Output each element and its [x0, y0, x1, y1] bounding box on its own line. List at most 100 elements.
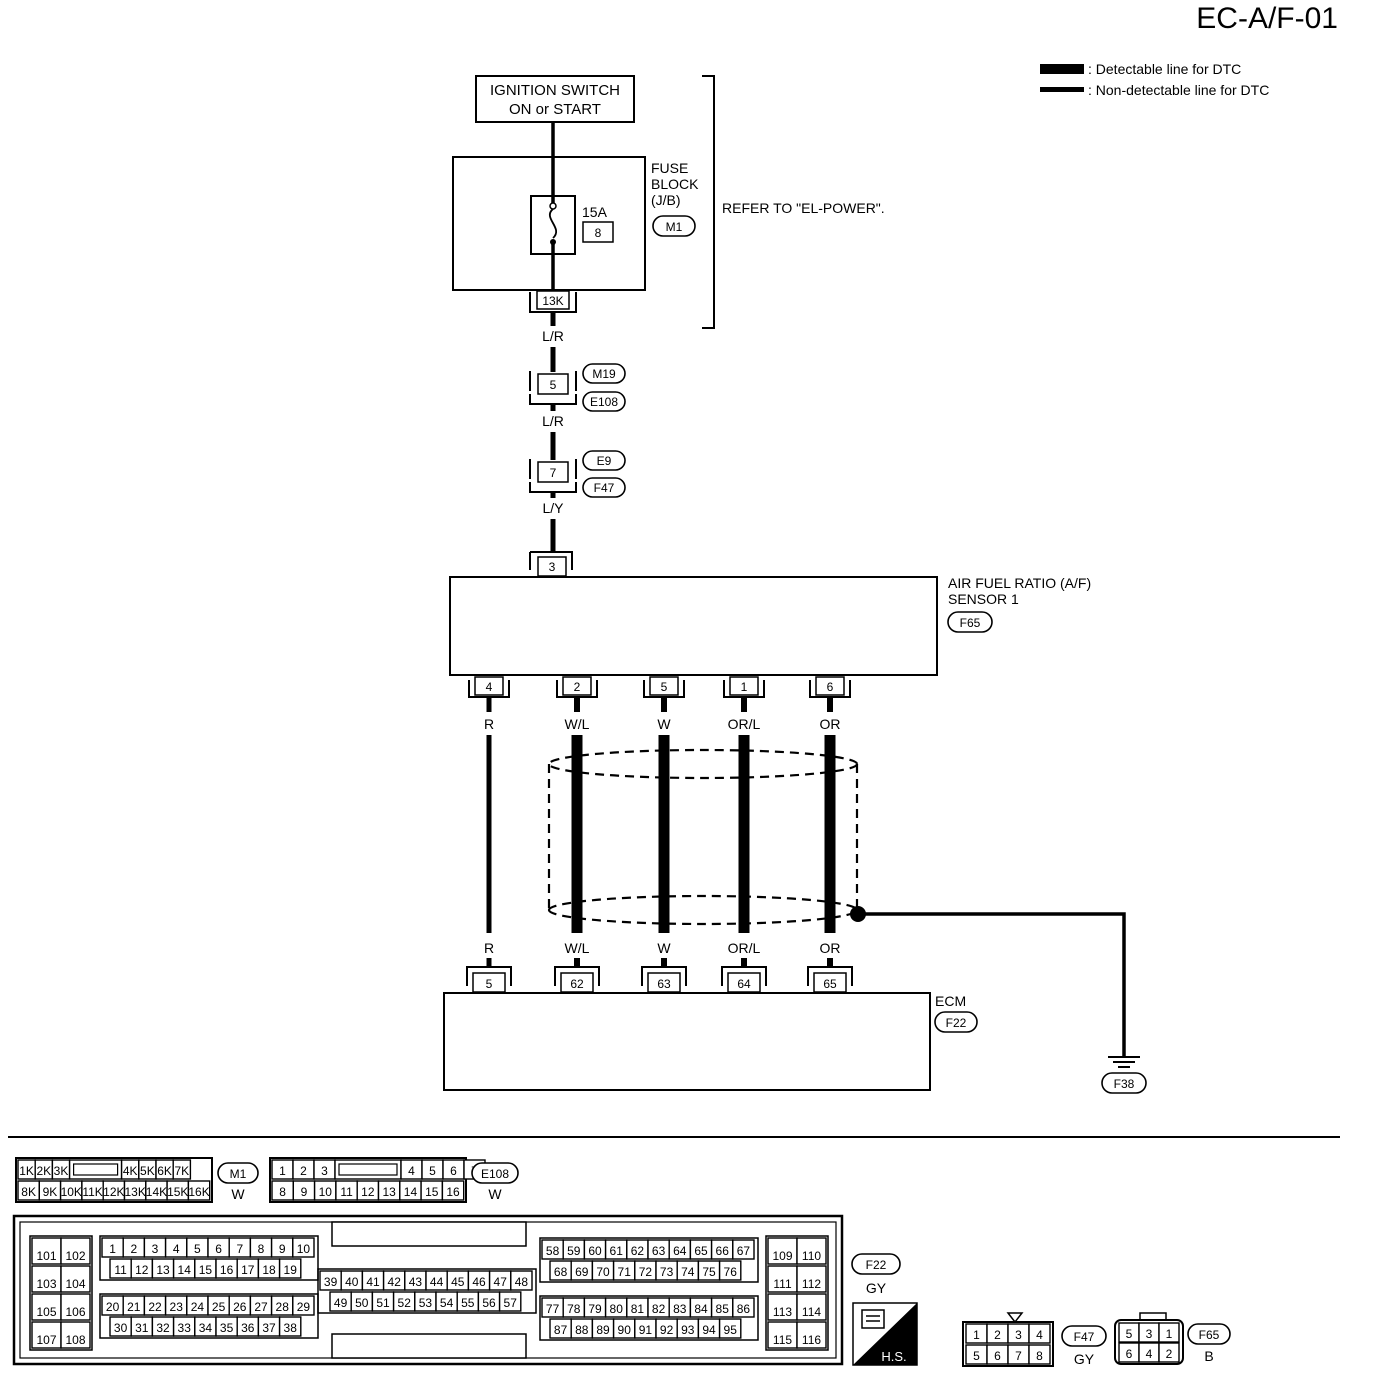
terminal-number: 4: [1036, 1328, 1043, 1342]
terminal-number: 26: [233, 1300, 247, 1314]
ignition-switch-label: IGNITION SWITCH: [490, 82, 620, 99]
joint1-connector-a: M19: [592, 367, 616, 381]
fuse-block-label-3: (J/B): [651, 192, 681, 208]
terminal-number: 57: [504, 1296, 518, 1310]
terminal-number: 4: [173, 1242, 180, 1256]
terminal-number: 51: [376, 1296, 390, 1310]
terminal-number: 81: [631, 1302, 645, 1316]
wire-color-bottom: W: [657, 940, 671, 956]
terminal-number: 53: [419, 1296, 433, 1310]
sensor-top-pin: 3: [549, 560, 556, 574]
terminal-number: 14K: [146, 1185, 167, 1199]
connector-f22-color: GY: [866, 1280, 887, 1296]
terminal-number: 8: [258, 1242, 265, 1256]
terminal-number: 2: [300, 1164, 307, 1178]
terminal-number: 33: [178, 1321, 192, 1335]
sensor-pin: 6: [827, 680, 834, 694]
terminal-number: 93: [681, 1323, 695, 1337]
terminal-number: 38: [284, 1321, 298, 1335]
fuse-block-label-2: BLOCK: [651, 176, 699, 192]
ignition-switch-state: ON or START: [509, 101, 601, 118]
connector-e108-face: 12345678910111213141516E108W: [269, 1157, 519, 1203]
shield-ground: F38: [850, 906, 1147, 1094]
terminal-number: 65: [694, 1244, 708, 1258]
terminal-number: 11: [340, 1185, 353, 1199]
terminal-number: 90: [618, 1323, 632, 1337]
terminal-number: 76: [724, 1265, 738, 1279]
joint-connector-m19-e108: 5 M19 E108: [529, 363, 626, 412]
terminal-number: 4: [1146, 1347, 1153, 1361]
joint-connector-e9-f47: 7 E9 F47: [529, 450, 626, 498]
terminal-number: 116: [802, 1333, 821, 1347]
sensor-pin: 2: [574, 680, 581, 694]
terminal-number: 12: [361, 1185, 375, 1199]
terminal-number: 60: [588, 1244, 602, 1258]
terminal-number: 6: [450, 1164, 457, 1178]
ecm-pin: 5: [486, 977, 493, 991]
fuse-number: 8: [595, 226, 602, 240]
terminal-number: 4: [408, 1164, 415, 1178]
terminal-number: 20: [106, 1300, 120, 1314]
legend-detectable-swatch: [1040, 64, 1084, 74]
terminal-number: 64: [673, 1244, 687, 1258]
terminal-number: 9: [279, 1242, 286, 1256]
terminal-number: 72: [639, 1265, 653, 1279]
wire-circuit-5: 6OROR65A/FIPF: [807, 676, 853, 1015]
terminal-number: 3: [1015, 1328, 1022, 1342]
terminal-number: 1: [109, 1242, 116, 1256]
terminal-number: 94: [702, 1323, 716, 1337]
wire-color-top: OR/L: [728, 716, 761, 732]
af-sensor-connector: F65: [960, 616, 981, 630]
terminal-number: 85: [716, 1302, 730, 1316]
wire-color-top: W: [657, 716, 671, 732]
wire-color-ly: L/Y: [542, 500, 564, 516]
joint2-connector-a: E9: [597, 454, 612, 468]
terminal-number: 30: [114, 1321, 128, 1335]
terminal-number: 24: [191, 1300, 205, 1314]
terminal-number: 11K: [82, 1185, 102, 1199]
terminal-number: 31: [135, 1321, 149, 1335]
terminal-number: 58: [546, 1244, 560, 1258]
terminal-number: 111: [773, 1277, 792, 1291]
terminal-number: 48: [515, 1275, 529, 1289]
terminal-number: 109: [772, 1249, 792, 1263]
terminal-number: 55: [461, 1296, 475, 1310]
sensor-pin: 4: [486, 680, 493, 694]
terminal-number: 3K: [54, 1164, 69, 1178]
terminal-number: 105: [36, 1305, 56, 1319]
terminal-number: 91: [639, 1323, 653, 1337]
terminal-number: 62: [631, 1244, 645, 1258]
wire-color-lr-2: L/R: [542, 413, 564, 429]
terminal-number: 102: [65, 1249, 85, 1263]
terminal-number: 13: [156, 1263, 170, 1277]
terminal-number: 89: [596, 1323, 610, 1337]
terminal-number: 101: [36, 1249, 56, 1263]
terminal-number: 10K: [61, 1185, 82, 1199]
sensor-pin: 1: [741, 680, 748, 694]
terminal-number: 50: [355, 1296, 369, 1310]
terminal-number: 32: [156, 1321, 170, 1335]
joint2-connector-b: F47: [594, 481, 615, 495]
terminal-number: 54: [440, 1296, 454, 1310]
joint1-pin: 5: [550, 378, 557, 392]
terminal-number: 8K: [21, 1185, 36, 1199]
legend-non-detectable-swatch: [1040, 87, 1084, 92]
terminal-number: 3: [321, 1164, 328, 1178]
terminal-number: 28: [276, 1300, 290, 1314]
terminal-number: 17: [241, 1263, 255, 1277]
wire-circuit-3: 5WW63A/FVMF: [638, 676, 690, 1015]
terminal-number: 29: [297, 1300, 311, 1314]
ecm-pin: 62: [570, 977, 584, 991]
fuse-icon: [549, 208, 557, 239]
wire-color-bottom: OR: [820, 940, 841, 956]
sensor-pin: 5: [661, 680, 668, 694]
terminal-number: 25: [212, 1300, 226, 1314]
terminal-number: 5: [194, 1242, 201, 1256]
wire-color-top: W/L: [565, 716, 590, 732]
terminal-number: 12K: [103, 1185, 124, 1199]
terminal-number: 77: [546, 1302, 560, 1316]
